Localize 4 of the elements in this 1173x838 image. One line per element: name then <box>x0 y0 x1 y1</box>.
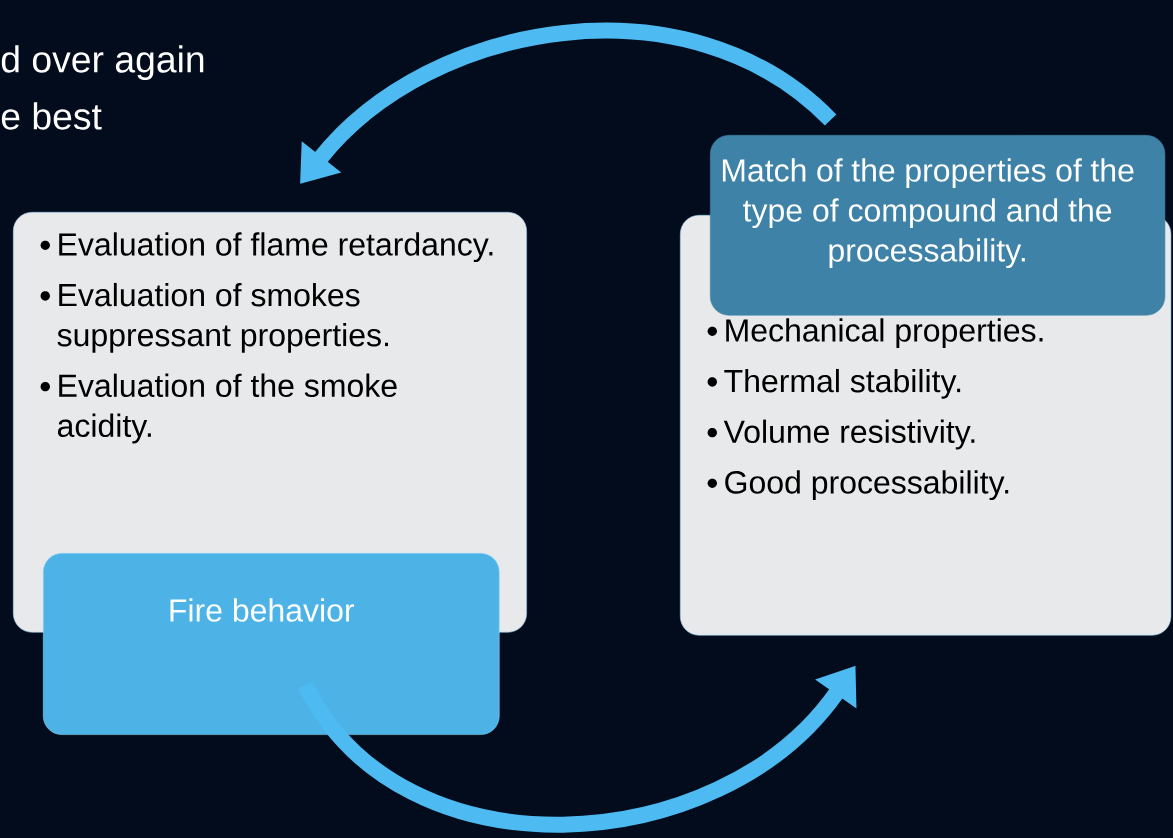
slide-text: e best <box>1 102 102 130</box>
title-tab: Fire behavior <box>43 553 500 735</box>
slide-text: d over again <box>1 45 204 81</box>
header-box: Match of the properties of the type of compound and the processability. <box>710 135 1166 316</box>
